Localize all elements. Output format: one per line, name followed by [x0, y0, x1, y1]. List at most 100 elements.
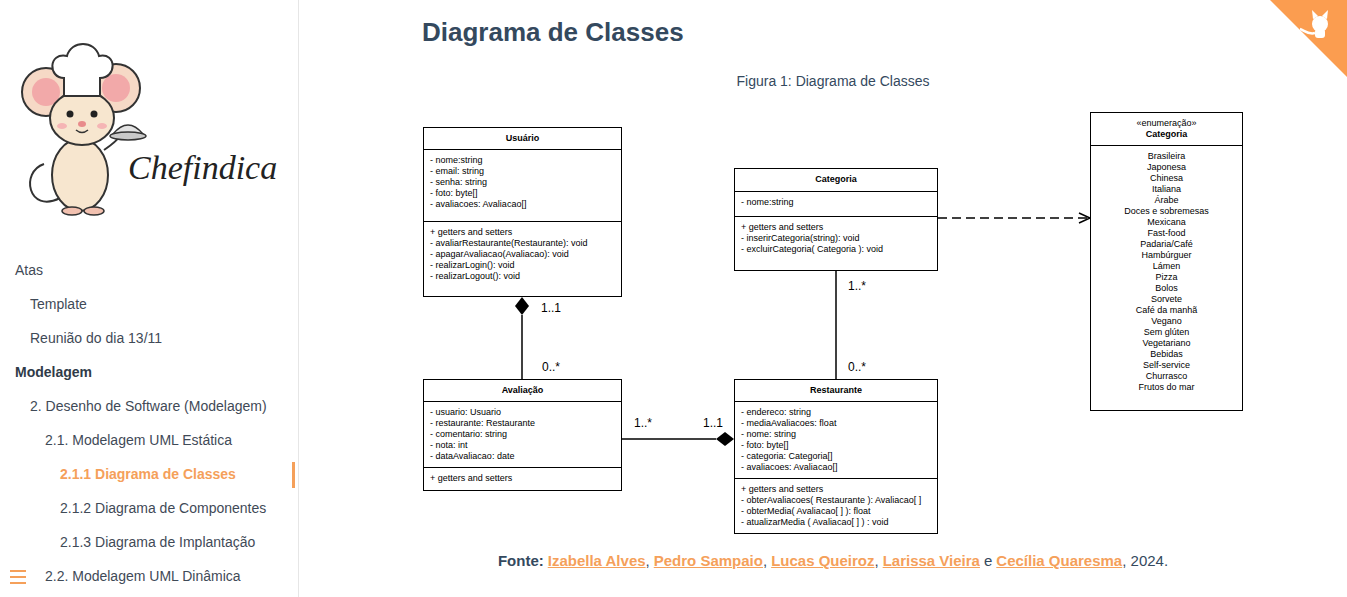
author-link: Pedro Sampaio: [654, 551, 763, 570]
class-member: - realizarLogout(): void: [430, 271, 615, 282]
logo-wordmark: Chefindica: [128, 148, 277, 188]
class-member: Mexicana: [1097, 217, 1236, 228]
connector-line: [622, 438, 716, 440]
class-member: Sorvete: [1097, 294, 1236, 305]
class-member: Lámen: [1097, 261, 1236, 272]
class-name: Restaurante: [741, 385, 931, 396]
class-member: - endereco: string: [741, 407, 931, 418]
multiplicity: 1..*: [633, 416, 653, 430]
class-member: - excluirCategoria( Categoria ): void: [741, 244, 931, 255]
source-line: Fonte:Izabella Alves,Pedro Sampaio,Lucas…: [300, 551, 1347, 570]
class-member: - categoria: Categoria[]: [741, 451, 931, 462]
class-member: - avaliacoes: Avaliacao[]: [430, 199, 615, 210]
class-member: Self-service: [1097, 360, 1236, 371]
github-corner: [1312, 10, 1318, 19]
class-member: - restaurante: Restaurante: [430, 418, 615, 429]
class-section: + getters and setters- inserirCategoria(…: [735, 216, 937, 270]
class-member: + getters and setters: [430, 227, 615, 238]
class-header: Categoria: [735, 169, 937, 191]
nav-item: 2.1. Modelagem UML Estática: [45, 432, 232, 449]
class-header: «enumeração»Categoria: [1091, 113, 1242, 145]
class-member: - foto: byte[]: [741, 440, 931, 451]
composition-diamond: [716, 432, 734, 446]
nav-item: 2.2. Modelagem UML Dinâmica: [45, 568, 241, 585]
connector-line: [835, 271, 837, 379]
mouse-chef-illustration: [67, 111, 74, 118]
github-corner: [1270, 0, 1347, 77]
mouse-chef-illustration: [50, 91, 114, 145]
class-member: Churrasco: [1097, 371, 1236, 382]
source-text: ,: [763, 551, 767, 570]
connector-line: [521, 315, 523, 379]
class-section: BrasileiraJaponesaChinesaItalianaÁrabeDo…: [1091, 145, 1242, 410]
menu-icon: [10, 576, 26, 578]
nav-section: Modelagem: [15, 364, 92, 381]
class-member: - nome:string: [430, 155, 615, 166]
author-link: Izabella Alves: [548, 551, 646, 570]
class-member: Vegetariano: [1097, 338, 1236, 349]
author-link: Larissa Vieira: [883, 551, 980, 570]
github-corner: [1270, 0, 1347, 77]
github-corner: [1300, 29, 1315, 33]
github-corner: [1322, 10, 1328, 19]
association-connector: [515, 297, 529, 379]
class-member: Sem glúten: [1097, 327, 1236, 338]
class-section: + getters and setters- avaliarRestaurant…: [424, 221, 621, 296]
open-arrowhead: [1079, 213, 1090, 223]
mouse-chef-illustration: [22, 44, 146, 215]
multiplicity: 1..1: [702, 416, 724, 430]
mouse-chef-illustration: [76, 130, 88, 133]
mouse-chef-illustration: [52, 139, 108, 211]
class-header: Restaurante: [735, 380, 937, 401]
class-member: Café da manhã: [1097, 305, 1236, 316]
class-name: «enumeração»: [1097, 118, 1236, 129]
class-member: - obterAvaliacoes( Restaurante ): Avalia…: [741, 495, 931, 506]
class-member: - comentario: string: [430, 429, 615, 440]
class-member: Árabe: [1097, 195, 1236, 206]
mouse-chef-illustration: [57, 123, 67, 129]
menu-icon: [10, 570, 26, 584]
class-name: Categoria: [741, 174, 931, 185]
connector-line: [938, 217, 1090, 219]
mouse-chef-illustration: [110, 132, 146, 140]
class-section: + getters and setters: [424, 467, 621, 490]
multiplicity: 0..*: [541, 360, 561, 374]
class-member: + getters and setters: [430, 473, 615, 484]
class-header: Avaliação: [424, 380, 621, 401]
page-title: Diagrama de Classes: [422, 17, 684, 48]
source-text: , 2024.: [1122, 551, 1168, 570]
mouse-chef-illustration: [97, 123, 107, 129]
nav-item-active: 2.1.1 Diagrama de Classes: [60, 466, 236, 483]
menu-icon: [10, 570, 26, 572]
class-member: Frutos do mar: [1097, 382, 1236, 393]
source-text: ,: [874, 551, 878, 570]
class-member: - email: string: [430, 166, 615, 177]
nav-item: Atas: [15, 262, 43, 279]
multiplicity: 0..*: [847, 360, 867, 374]
class-name: Avaliação: [430, 385, 615, 396]
source-text: Fonte:: [498, 551, 544, 570]
class-member: - obterMedia( Avaliacao[ ] ): float: [741, 506, 931, 517]
multiplicity: 1..*: [847, 279, 867, 293]
class-member: - senha: string: [430, 177, 615, 188]
class-member: - dataAvaliacao: date: [430, 451, 615, 462]
author-link: Cecília Quaresma: [996, 551, 1122, 570]
mouse-chef-illustration: [91, 111, 98, 118]
class-member: - nota: int: [430, 440, 615, 451]
uml-class-box: «enumeração»CategoriaBrasileiraJaponesaC…: [1090, 112, 1243, 411]
class-member: Hambúrguer: [1097, 250, 1236, 261]
class-member: Chinesa: [1097, 173, 1236, 184]
class-header: Usuário: [424, 128, 621, 149]
class-member: - mediaAvaliacoes: float: [741, 418, 931, 429]
nav-item: 2.1.3 Diagrama de Implantação: [60, 534, 255, 551]
mouse-chef-illustration: [78, 121, 86, 127]
mouse-chef-illustration: [84, 207, 104, 215]
figure-caption: Figura 1: Diagrama de Classes: [422, 73, 1244, 89]
class-member: + getters and setters: [741, 484, 931, 495]
class-member: Fast-food: [1097, 228, 1236, 239]
class-member: Vegano: [1097, 316, 1236, 327]
class-member: - inserirCategoria(string): void: [741, 233, 931, 244]
class-member: - nome: string: [741, 429, 931, 440]
class-name: Categoria: [1097, 129, 1236, 140]
class-member: - realizarLogin(): void: [430, 260, 615, 271]
